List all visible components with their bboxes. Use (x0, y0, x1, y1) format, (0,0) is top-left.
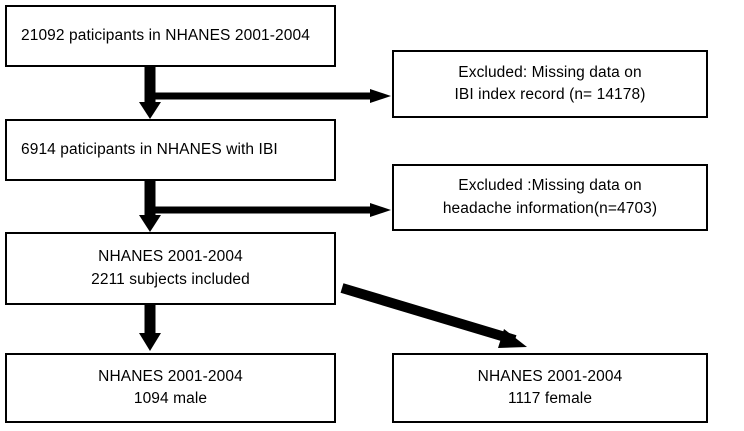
node-with-ibi: 6914 paticipants in NHANES with IBI (5, 119, 336, 181)
node-female-line-2: 1117 female (507, 390, 593, 407)
node-female: NHANES 2001-2004 1117 female (392, 353, 708, 423)
node-with-ibi-line-1: 6914 paticipants in NHANES with IBI (21, 140, 278, 158)
arrow-with-ibi-to-included (139, 181, 161, 232)
arrow-total-to-with-ibi (139, 67, 161, 119)
node-excluded-headache-line-1: Excluded :Missing data on (458, 177, 642, 195)
node-total-participants-line-1: 21092 paticipants in NHANES 2001-2004 (21, 26, 310, 44)
arrow-included-to-female (340, 283, 527, 348)
node-included: NHANES 2001-2004 2211 subjects included (5, 232, 336, 305)
node-male-line-2: 1094 male (133, 390, 208, 407)
node-male-line-1: NHANES 2001-2004 (98, 367, 243, 385)
node-male: NHANES 2001-2004 1094 male (5, 353, 336, 423)
node-excluded-headache-line-2: headache information(n=4703) (442, 199, 658, 217)
node-excluded-ibi-line-2: IBI index record (n= 14178) (454, 86, 646, 103)
node-excluded-ibi: Excluded: Missing data on IBI index reco… (392, 50, 708, 118)
arrow-included-to-male (139, 305, 161, 351)
arrow-total-to-excluded-ibi (155, 89, 391, 103)
node-excluded-ibi-line-1: Excluded: Missing data on (458, 63, 642, 81)
node-excluded-headache: Excluded :Missing data on headache infor… (392, 164, 708, 231)
node-included-line-1: NHANES 2001-2004 (98, 248, 243, 266)
node-total-participants: 21092 paticipants in NHANES 2001-2004 (5, 5, 336, 67)
arrow-with-ibi-to-excluded-headache (155, 203, 391, 217)
node-female-line-1: NHANES 2001-2004 (477, 367, 623, 385)
node-included-line-2: 2211 subjects included (91, 270, 250, 288)
